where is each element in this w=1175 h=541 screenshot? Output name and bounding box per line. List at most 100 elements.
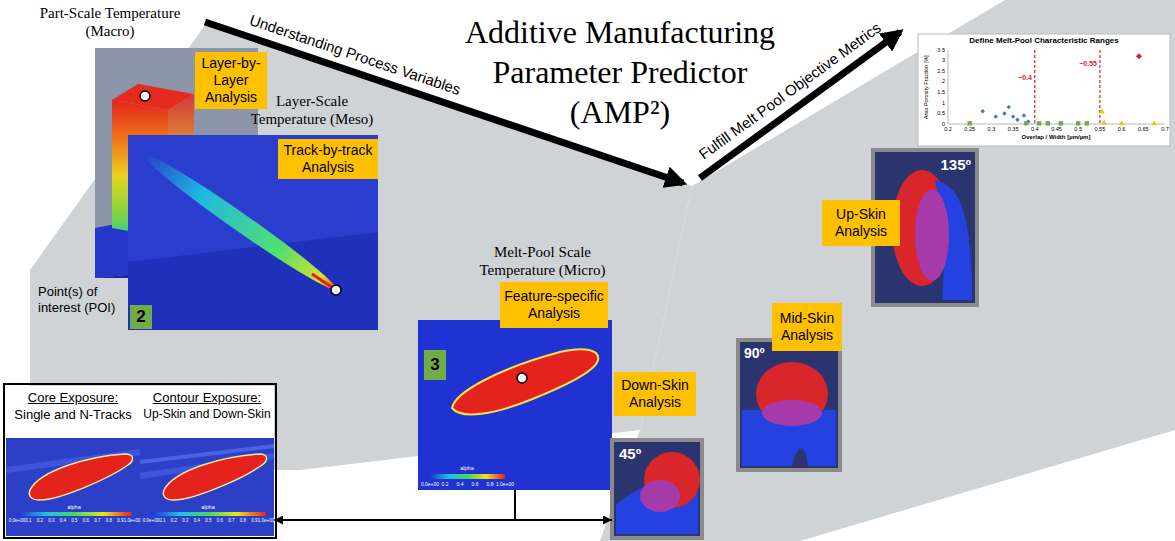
colorbar-title: alpha: [193, 504, 223, 511]
skin-panel: 90º: [738, 340, 840, 470]
analysis-box: Track-by-track Analysis: [278, 139, 378, 179]
analysis-box: Layer-by-Layer Analysis: [195, 52, 267, 109]
analysis-text: Feature-specific Analysis: [504, 288, 604, 322]
contour-render: [163, 454, 266, 500]
axis-tick: 0.55: [1090, 126, 1110, 133]
meso-render: [128, 135, 378, 330]
analysis-box: Up-Skin Analysis: [822, 200, 900, 246]
colorbar-tick: 0.2: [163, 518, 185, 523]
colorbar-tick: 0.5: [198, 518, 220, 523]
panel-subtitle: Single and N-Tracks: [8, 407, 138, 423]
mid-skin-render: [738, 340, 840, 470]
axis-tick: 1.5: [930, 89, 945, 96]
micro-render: [517, 373, 527, 383]
mid-skin-render: [756, 362, 828, 426]
meso-render: [331, 285, 341, 295]
down-skin-render: [640, 480, 680, 512]
colorbar-title: alpha: [59, 504, 89, 511]
colorbar-tick: 0.1: [152, 518, 174, 523]
colorbar-tick: 0.1: [18, 518, 40, 523]
data-point: [1011, 114, 1015, 118]
scale-heading: Part-Scale Temperature (Macro): [25, 4, 195, 40]
data-point: [994, 114, 998, 118]
colorbar-tick: 1.0e+00: [121, 518, 143, 523]
data-point: [1046, 121, 1050, 125]
angle-label: 90º: [744, 345, 774, 362]
colorbar-tick: 0.6: [75, 518, 97, 523]
point-note: Point(s) of interest (POI): [38, 284, 128, 315]
contour-render: [140, 386, 274, 438]
core-render: [6, 438, 140, 536]
macro-render: [112, 84, 194, 110]
contour-render: [140, 386, 274, 536]
axis-tick: 0.6: [1112, 126, 1132, 133]
angle-label: 135º: [927, 156, 971, 174]
panel-title: Core Exposure:: [8, 390, 138, 406]
porosity-chart: [948, 50, 949, 124]
core-render: [6, 386, 140, 438]
angle-label: 45º: [619, 445, 659, 463]
data-point: [1059, 121, 1063, 125]
axis-tick: 2: [930, 78, 945, 85]
axis-title: Overlap / Width [µm/µm]: [991, 134, 1121, 141]
scale-panel: Layer-Scale Temperature (Meso)Track-by-t…: [128, 135, 378, 330]
contour-render: [140, 438, 274, 536]
data-point: [1007, 105, 1011, 109]
down-skin-render: [612, 440, 702, 538]
step-number: 2: [130, 305, 152, 329]
panel-title: Contour Exposure:: [142, 390, 272, 406]
meso-render: [312, 274, 333, 288]
analysis-text: Down-Skin Analysis: [618, 377, 692, 411]
colorbar-tick: 0.0e+00: [140, 518, 162, 523]
data-point: [981, 109, 985, 113]
connector-arrow: [515, 490, 612, 520]
colorbar-tick: 1.0e+00: [492, 481, 518, 487]
axis-tick: 0.65: [1133, 126, 1153, 133]
micro-render: [418, 320, 612, 490]
data-point: [1037, 121, 1041, 125]
porosity-chart: [918, 34, 1170, 146]
meso-render: [128, 232, 378, 330]
data-point: [1002, 111, 1006, 115]
analysis-text: Mid-Skin Analysis: [776, 310, 838, 344]
arrow-label: Understanding Process Variables: [234, 7, 477, 104]
colorbar-tick: 0.8: [98, 518, 120, 523]
colorbar-tick: 0.6: [209, 518, 231, 523]
gray-backdrop: [30, 0, 1175, 541]
panel-subtitle: Up-Skin and Down-Skin: [142, 407, 272, 421]
mid-skin-render: [738, 340, 840, 470]
axis-tick: 0.2: [938, 126, 958, 133]
colorbar-tick: 0.4: [52, 518, 74, 523]
colorbar-tick: 0.7: [87, 518, 109, 523]
down-skin-render: [612, 440, 702, 538]
core-render: [6, 386, 140, 536]
core-render: [17, 512, 132, 516]
data-point: [1076, 121, 1080, 125]
axis-tick: 2.5: [930, 68, 945, 75]
data-point: [1015, 118, 1019, 122]
analysis-text: Layer-by-Layer Analysis: [199, 55, 263, 106]
colorbar-title: alpha: [452, 465, 482, 472]
colorbar-tick: 0.8: [232, 518, 254, 523]
analysis-box: Feature-specific Analysis: [500, 282, 608, 328]
axis-tick: 0.4: [1025, 126, 1045, 133]
porosity-chart: [918, 34, 1170, 146]
colorbar-tick: 0.5: [64, 518, 86, 523]
colorbar-tick: 0.7: [221, 518, 243, 523]
skin-panel: 45º: [612, 440, 702, 538]
colorbar-tick: 0.4: [186, 518, 208, 523]
data-point: [968, 121, 972, 125]
colorbar-tick: 0.6: [462, 481, 488, 487]
exposure-panel: Core Exposure:Single and N-Tracks: [6, 386, 140, 536]
analysis-box: Down-Skin Analysis: [614, 372, 696, 416]
chart-title: Define Melt-Pool Characteristic Ranges: [918, 36, 1170, 46]
data-point: [1022, 113, 1026, 117]
up-skin-render: [915, 189, 949, 281]
colorbar-tick: 0.2: [432, 481, 458, 487]
step-number: 3: [424, 350, 446, 380]
axis-title: Area Porosity Fraction [%]: [923, 47, 930, 127]
analysis-text: Track-by-track Analysis: [282, 142, 374, 176]
micro-render: [430, 474, 505, 479]
micro-render: [452, 349, 598, 414]
